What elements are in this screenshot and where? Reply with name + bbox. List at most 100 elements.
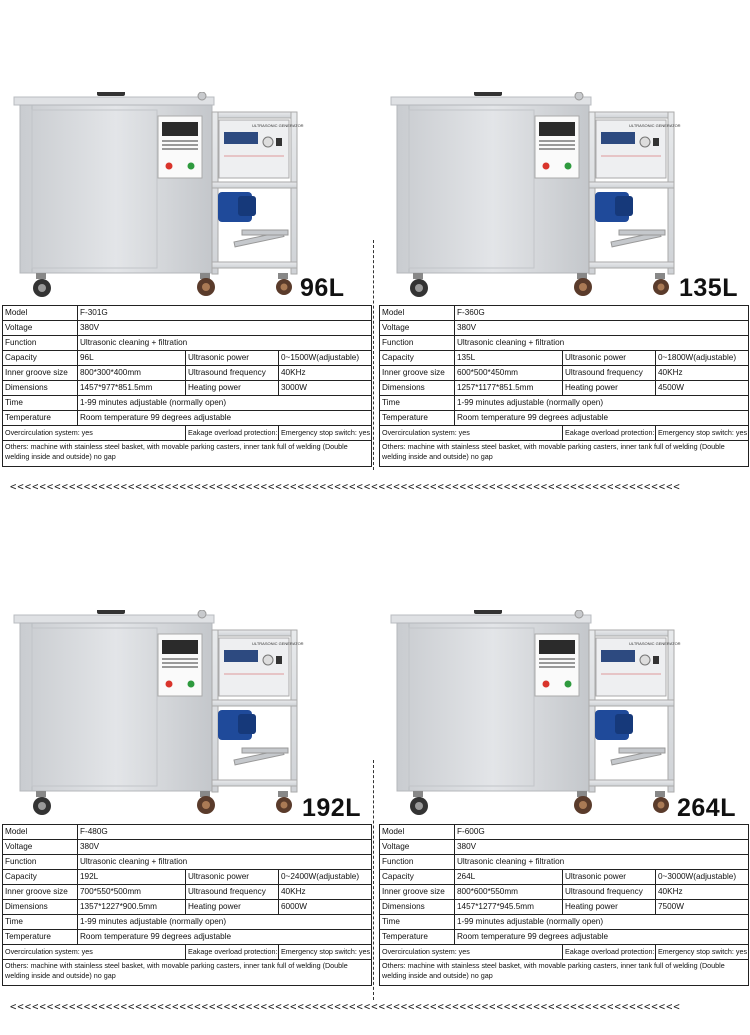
stop-button-icon xyxy=(542,680,550,688)
lid-handle xyxy=(97,610,125,614)
caster-wheel-icon xyxy=(653,273,669,295)
tank-lid xyxy=(390,96,592,106)
generator-label: ULTRASONIC GENERATOR xyxy=(252,641,304,646)
separator-arrows: <<<<<<<<<<<<<<<<<<<<<<<<<<<<<<<<<<<<<<<<… xyxy=(10,1001,681,1013)
knob-icon xyxy=(639,654,651,666)
tank-lid xyxy=(13,614,215,624)
lid-handle xyxy=(474,92,502,96)
caster-wheel-icon xyxy=(574,791,592,814)
ultrasonic-generator xyxy=(218,119,290,179)
caster-wheel-icon xyxy=(410,791,428,815)
start-button-icon xyxy=(187,680,195,688)
capacity-heading: 96L xyxy=(300,274,345,302)
stop-button-icon xyxy=(542,162,550,170)
ultrasonic-cleaner-image: ULTRASONIC GENERATOR xyxy=(390,610,681,815)
knob-icon xyxy=(262,136,274,148)
caster-wheel-icon xyxy=(197,791,215,814)
ultrasonic-cleaner-image: ULTRASONIC GENERATOR xyxy=(13,92,304,297)
start-button-icon xyxy=(564,680,572,688)
capacity-heading: 135L xyxy=(679,274,738,302)
generator-label: ULTRASONIC GENERATOR xyxy=(252,123,304,128)
stop-button-icon xyxy=(165,680,173,688)
tank-lid xyxy=(390,614,592,624)
start-button-icon xyxy=(564,162,572,170)
table-row: Others: machine with stainless steel bas… xyxy=(379,440,749,467)
ultrasonic-generator xyxy=(218,637,290,697)
caster-wheel-icon xyxy=(276,273,292,295)
ultrasonic-cleaner-image: ULTRASONIC GENERATOR xyxy=(13,610,304,815)
caster-wheel-icon xyxy=(33,273,51,297)
tank-lid xyxy=(13,96,215,106)
lid-handle xyxy=(474,610,502,614)
generator-label: ULTRASONIC GENERATOR xyxy=(629,123,681,128)
caster-wheel-icon xyxy=(410,273,428,297)
generator-label: ULTRASONIC GENERATOR xyxy=(629,641,681,646)
vertical-divider xyxy=(373,760,374,1000)
ultrasonic-generator xyxy=(595,637,667,697)
knob-icon xyxy=(262,654,274,666)
caster-wheel-icon xyxy=(276,791,292,813)
capacity-heading: 264L xyxy=(677,794,736,822)
capacity-heading: 192L xyxy=(302,794,361,822)
vertical-divider xyxy=(373,240,374,470)
caster-wheel-icon xyxy=(33,791,51,815)
table-row: Others: machine with stainless steel bas… xyxy=(2,440,372,467)
start-button-icon xyxy=(187,162,195,170)
caster-wheel-icon xyxy=(574,273,592,296)
ultrasonic-generator xyxy=(595,119,667,179)
table-row: Others: machine with stainless steel bas… xyxy=(2,959,372,986)
lid-handle xyxy=(97,92,125,96)
knob-icon xyxy=(639,136,651,148)
separator-arrows: <<<<<<<<<<<<<<<<<<<<<<<<<<<<<<<<<<<<<<<<… xyxy=(10,481,681,493)
caster-wheel-icon xyxy=(653,791,669,813)
table-row: Others: machine with stainless steel bas… xyxy=(379,959,749,986)
caster-wheel-icon xyxy=(197,273,215,296)
stop-button-icon xyxy=(165,162,173,170)
ultrasonic-cleaner-image: ULTRASONIC GENERATOR xyxy=(390,92,681,297)
